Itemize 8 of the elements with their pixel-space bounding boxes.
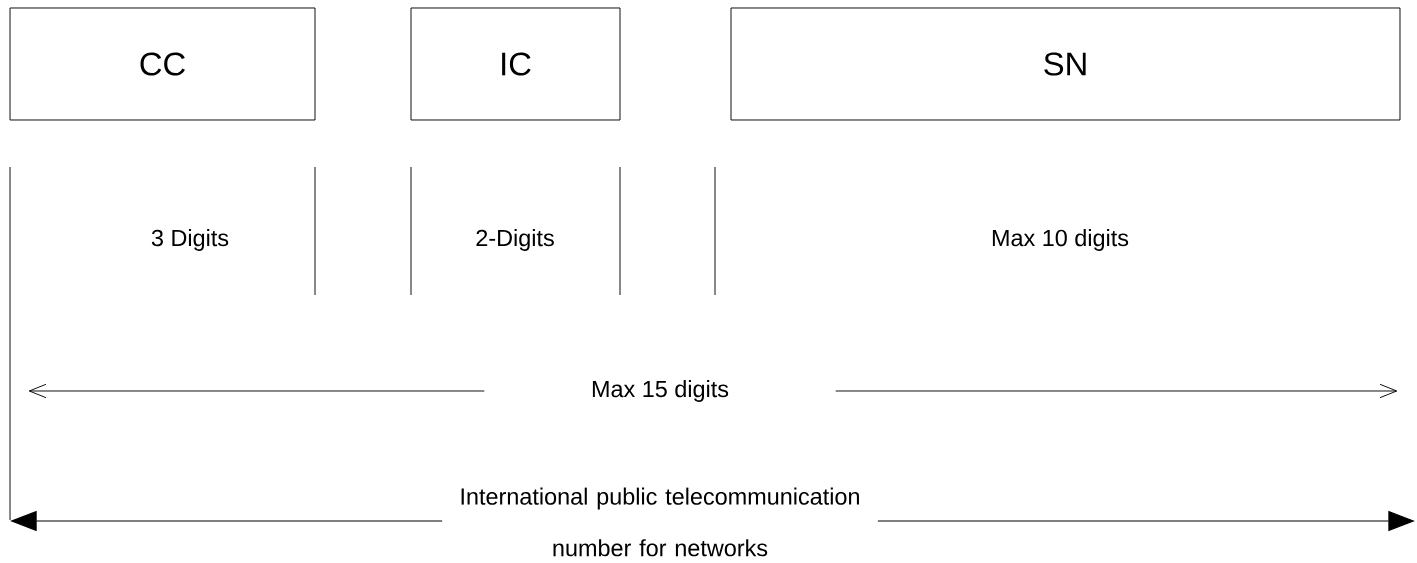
dimension-label: Max 15 digits (484, 375, 836, 407)
label-box: IC (410, 7, 621, 121)
dimension-label: 3 Digits (151, 229, 229, 251)
dimension-label: 2-Digits (476, 229, 554, 251)
dimension-label: Max 10 digits (992, 229, 1129, 251)
label-box: CC (9, 7, 316, 121)
label-box: SN (730, 7, 1401, 121)
dimension-label: International public telecommunication number for networks (442, 486, 878, 558)
